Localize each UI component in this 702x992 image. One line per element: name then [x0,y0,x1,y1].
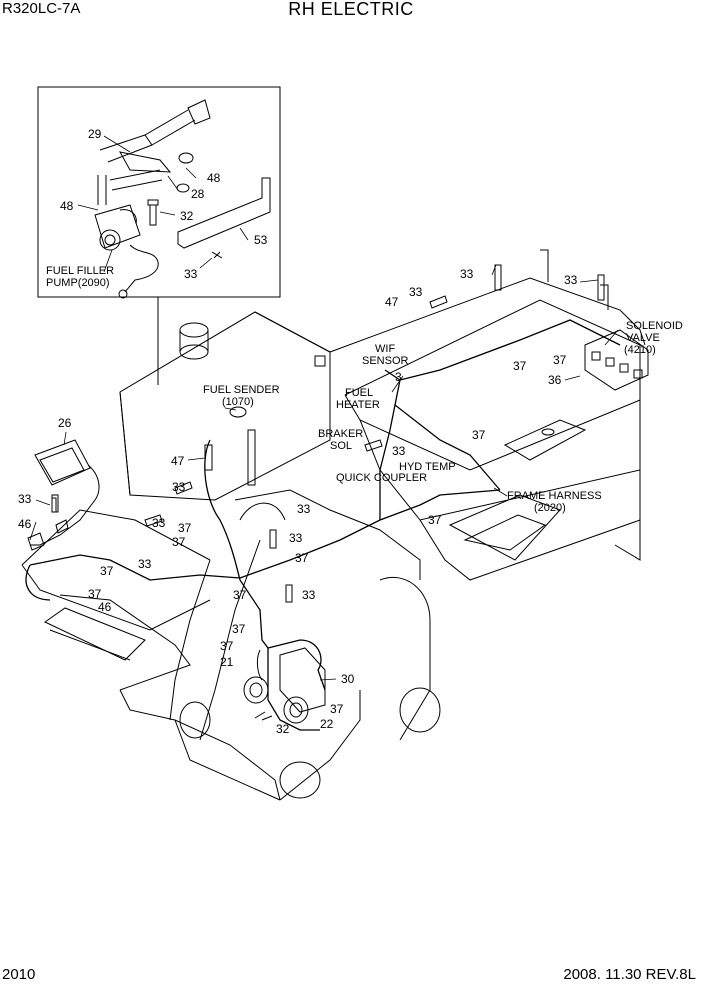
callout-33: 33 [18,492,32,506]
label-solenoid-code: (4210) [624,344,656,356]
callout-46: 46 [18,517,32,531]
frame-harness-wiring [25,319,621,731]
callout-37: 37 [232,622,246,636]
callout-37: 37 [233,588,247,602]
callout-53: 53 [254,233,268,247]
callout-37: 37 [330,702,344,716]
callout-37: 37 [100,564,114,578]
callout-26: 26 [58,416,72,430]
fuel-sender [204,406,256,486]
label-frame-harness-code: (2020) [534,502,566,514]
label-hyd-temp: HYD TEMP [399,461,456,473]
revision-date: 2008. 11.30 REV.8L [563,966,696,983]
callout-37: 37 [513,359,527,373]
label-fuel-sender: FUEL SENDER [203,384,280,396]
callout-37: 37 [178,521,192,535]
callout-33: 33 [172,480,186,494]
page-number: 2010 [2,966,36,983]
callout-37: 37 [428,513,442,527]
callout-36: 36 [548,373,562,387]
component-labels: FUEL FILLER PUMP(2090) FUEL SENDER (1070… [46,265,683,514]
callout-48: 48 [207,171,221,185]
callout-37: 37 [172,535,186,549]
label-fuel-filler: FUEL FILLER [46,265,114,277]
leader-lines [29,135,619,681]
callout-37: 37 [553,353,567,367]
inset-frame [37,86,281,298]
callout-47: 47 [385,295,399,309]
boom-and-lower-frame [21,489,441,801]
label-fuel-heater-2: HEATER [336,399,380,411]
label-quick-coupler: QUICK COUPLER [336,472,427,484]
label-solenoid: SOLENOID [626,320,683,332]
bolts [51,264,605,603]
label-wif: WIF [375,343,395,355]
upper-frame [329,249,646,581]
label-braker: BRAKER [318,428,363,440]
solenoid-valve [584,329,649,391]
callout-37: 37 [88,587,102,601]
callout-33: 33 [392,444,406,458]
horns [243,647,326,724]
callout-numbers: 29 28 48 48 32 53 33 26 33 46 33 37 37 3… [18,127,578,736]
callout-21: 21 [220,655,234,669]
label-braker-sol: SOL [330,440,352,452]
label-fuel-filler-code: PUMP(2090) [46,277,110,289]
callout-33: 33 [460,267,474,281]
label-fuel-sender-code: (1070) [222,396,254,408]
callout-33: 33 [297,502,311,516]
fuel-filler-pump [94,99,271,299]
callout-48: 48 [60,199,74,213]
callout-29: 29 [88,127,102,141]
callout-33: 33 [409,285,423,299]
callout-37: 37 [220,639,234,653]
callout-33: 33 [138,557,152,571]
callout-22: 22 [320,717,334,731]
label-wif-sensor: SENSOR [362,355,409,367]
callout-30: 30 [341,672,355,686]
callout-33: 33 [564,273,578,287]
callout-46: 46 [98,600,112,614]
page-title: RH ELECTRIC [288,0,414,19]
label-frame-harness: FRAME HARNESS [507,490,602,502]
label-fuel-heater: FUEL [345,387,373,399]
callout-32: 32 [276,722,290,736]
callout-28: 28 [191,187,205,201]
callout-37: 37 [295,551,309,565]
callout-33: 33 [184,267,198,281]
fuel-tank [119,311,331,501]
label-solenoid-valve: VALVE [626,332,660,344]
callout-33: 33 [152,516,166,530]
callout-33: 33 [302,588,316,602]
callout-47: 47 [171,454,185,468]
work-lamp [27,439,100,551]
callout-37: 37 [472,428,486,442]
callout-3: 3 [395,370,402,384]
callout-32: 32 [180,209,194,223]
model-code: R320LC-7A [2,0,81,17]
callout-33: 33 [289,531,303,545]
